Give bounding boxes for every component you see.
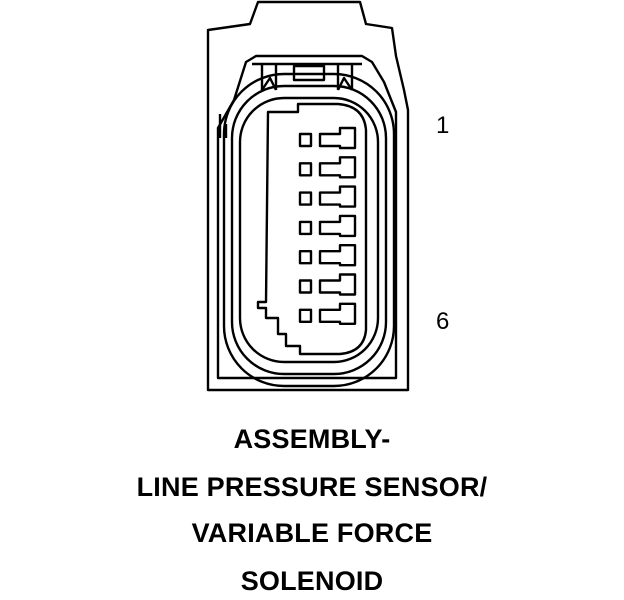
terminal-pin bbox=[298, 156, 357, 179]
caption-line-3: VARIABLE FORCE bbox=[191, 518, 433, 548]
terminal-pin bbox=[298, 273, 357, 296]
terminal-pin bbox=[298, 214, 357, 238]
connector-seal-inner bbox=[238, 96, 380, 364]
terminal-pin bbox=[298, 244, 357, 267]
caption-line-4: SOLENOID bbox=[240, 566, 384, 596]
connector-housing-outline bbox=[206, 0, 410, 392]
caption-line-1: ASSEMBLY- bbox=[233, 424, 391, 454]
connector-retaining-clip bbox=[218, 114, 228, 138]
terminal-pins bbox=[298, 126, 357, 325]
terminal-pin bbox=[298, 302, 357, 325]
terminal-pin bbox=[298, 126, 357, 150]
terminal-pin bbox=[298, 185, 357, 208]
caption-line-2: LINE PRESSURE SENSOR/ bbox=[136, 472, 488, 502]
connector-seal-middle bbox=[230, 84, 388, 376]
pin-6-label: 6 bbox=[436, 308, 450, 335]
connector-cavity-outline bbox=[256, 102, 368, 356]
pin-1-label: 1 bbox=[436, 112, 450, 139]
connector-seal-outer bbox=[222, 72, 396, 388]
